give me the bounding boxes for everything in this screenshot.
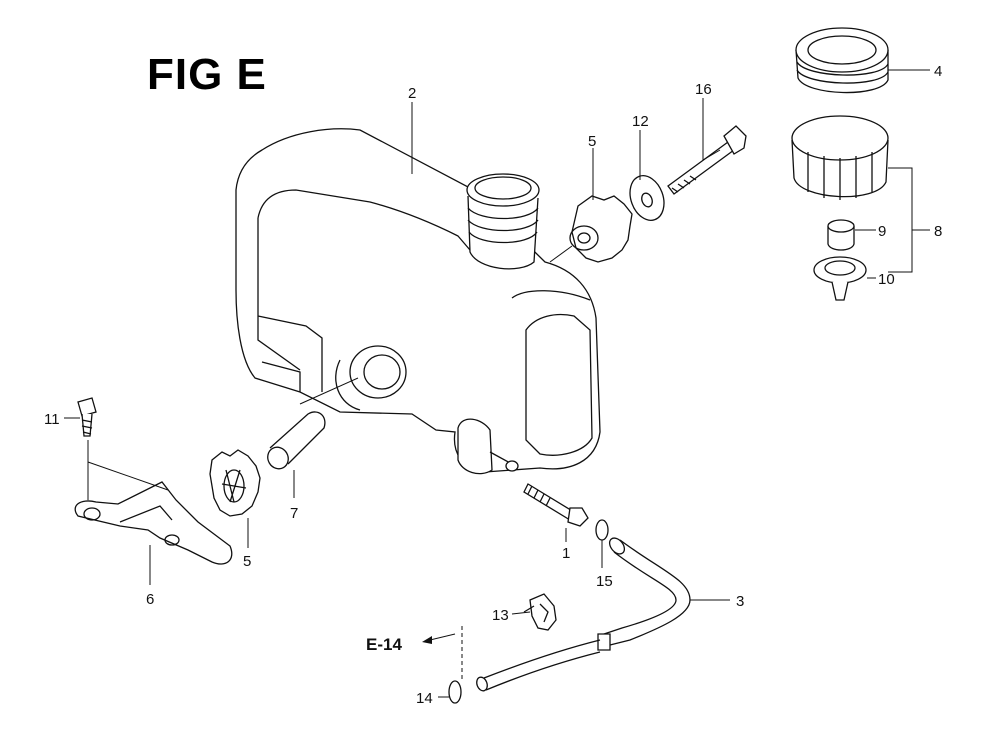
mount-grommet-upper (569, 195, 633, 263)
hose-clamp (523, 593, 557, 631)
reference-arrow (422, 633, 456, 644)
fuel-hose (476, 537, 691, 692)
fuel-cap (791, 115, 889, 200)
cap-strainer (813, 256, 867, 301)
callout-5-upper: 5 (588, 133, 596, 150)
bolt-long (667, 125, 747, 195)
collar (267, 411, 326, 470)
callout-5-lower: 5 (243, 553, 251, 570)
callout-9: 9 (878, 223, 886, 240)
fuel-tank (235, 128, 601, 475)
callout-7: 7 (290, 505, 298, 522)
leader-lines (64, 69, 930, 698)
callout-14: 14 (416, 690, 433, 707)
callout-11: 11 (44, 411, 60, 428)
mount-grommet-lower (209, 449, 261, 517)
figure-title: FIG E (147, 50, 267, 99)
callout-2: 2 (408, 85, 416, 102)
callout-10: 10 (878, 271, 895, 288)
screw (77, 397, 97, 437)
washer (629, 175, 665, 221)
hose-clip-ring (595, 519, 609, 541)
callout-15: 15 (596, 573, 613, 590)
reference-label: E-14 (366, 635, 402, 654)
callout-8: 8 (934, 223, 942, 240)
callout-12: 12 (632, 113, 649, 130)
callout-1: 1 (562, 545, 570, 562)
tank-bracket (74, 481, 233, 565)
cap-insert (827, 219, 855, 251)
callout-4: 4 (934, 63, 942, 80)
hose-clip (448, 680, 462, 704)
cap-ring (795, 27, 889, 94)
callout-13: 13 (492, 607, 509, 624)
bolt-short (523, 483, 589, 527)
callout-6: 6 (146, 591, 154, 608)
callout-16: 16 (695, 81, 712, 98)
callout-3: 3 (736, 593, 744, 610)
